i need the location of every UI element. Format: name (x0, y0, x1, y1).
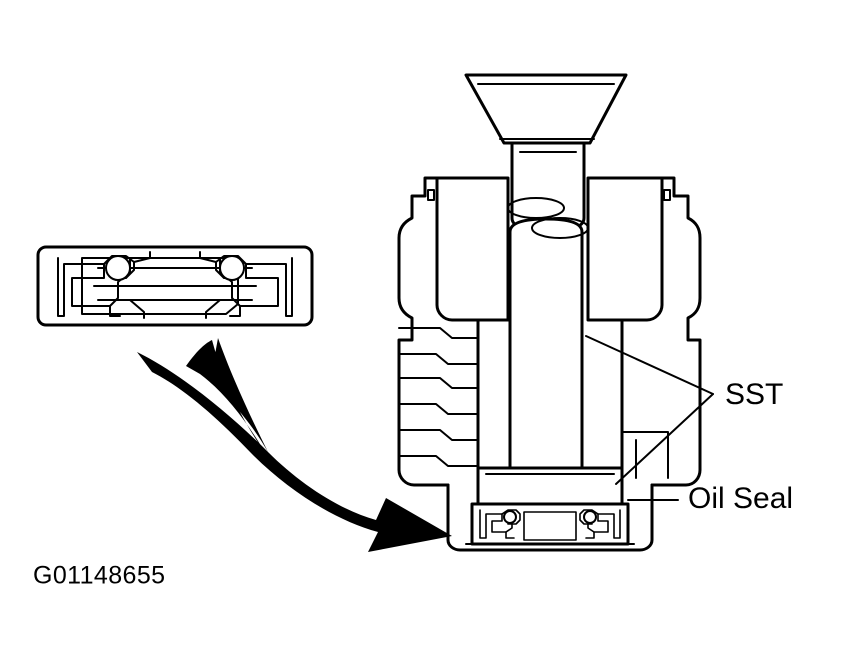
housing-upper-left-block (435, 176, 510, 322)
installation-arrow (137, 338, 452, 552)
figure-id: G01148655 (33, 562, 165, 590)
seal-garter-spring-right (219, 255, 245, 281)
installed-seal-spring-left (503, 510, 517, 524)
oil-seal-part-drawing (36, 245, 314, 327)
housing-base-outline (446, 483, 654, 552)
installed-seal-case (470, 502, 630, 546)
sst-shaft-joint-ellipse-lower (531, 217, 589, 239)
housing-lug-left (427, 189, 435, 201)
housing-outline-left (397, 176, 450, 487)
installed-seal-inner-bore (523, 511, 577, 541)
sst-driver-lower-shaft (508, 217, 584, 470)
installed-seal-spring-right (583, 510, 597, 524)
sst-funnel-head (464, 73, 628, 145)
installed-seal-lip-right (579, 509, 621, 539)
housing-right-inner-step (621, 431, 669, 479)
oil-seal-label: Oil Seal (688, 482, 793, 515)
sst-leader-upper-branch (585, 335, 714, 395)
seal-garter-spring-left (105, 255, 131, 281)
housing-lug-right (663, 189, 671, 201)
seal-lip-left (57, 251, 151, 319)
housing-assembly-drawing (397, 73, 702, 552)
callout-leaders (585, 335, 714, 501)
installation-arrow-tail-barb (186, 340, 266, 454)
seal-lip-right (199, 251, 293, 319)
housing-upper-right-block (586, 176, 664, 322)
installed-oil-seal (470, 502, 630, 546)
sst-leader-lower-branch (615, 393, 714, 485)
sst-label: SST (725, 378, 783, 411)
housing-outline-right (650, 176, 702, 487)
installation-arrow-body (137, 338, 452, 552)
installed-seal-lip-left (479, 509, 521, 539)
